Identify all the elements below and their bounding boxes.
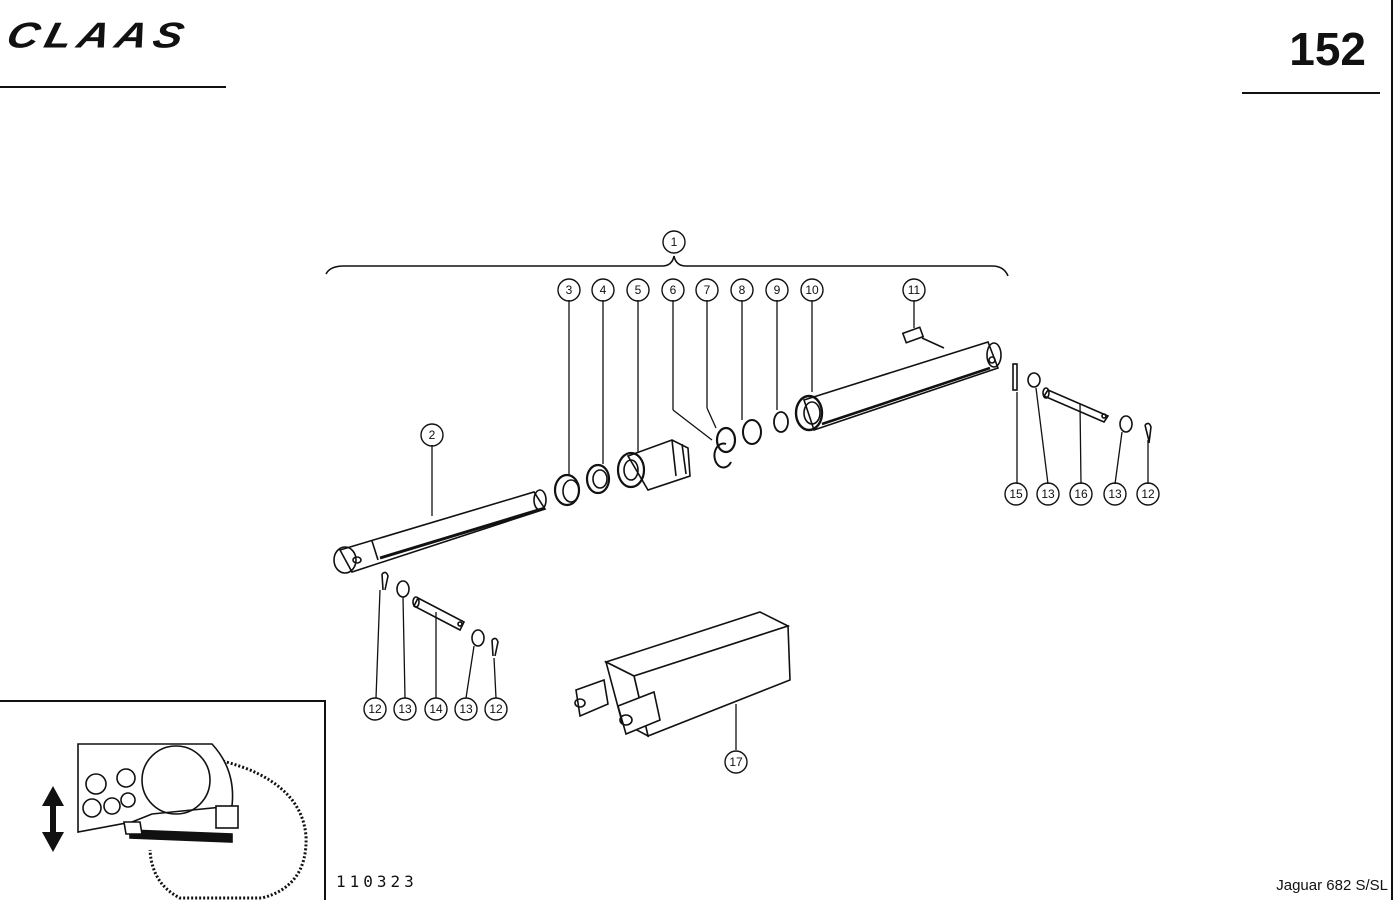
part-washer-lower-a [396, 580, 410, 598]
part-small-ring [773, 411, 789, 433]
part-washer-upper-b [1119, 415, 1133, 433]
part-valve-block [574, 611, 791, 738]
callout-8: 8 [739, 283, 746, 297]
location-inset-drawing [77, 743, 308, 900]
part-clevis-pin-upper [1042, 387, 1110, 423]
up-down-arrow-icon [42, 786, 64, 852]
callout-12-lower-a: 12 [368, 702, 382, 716]
header-rule-left [0, 86, 226, 88]
part-seal [553, 473, 581, 507]
header-rule-right [1242, 92, 1380, 94]
callout-circles [363, 230, 1160, 774]
callout-7: 7 [704, 283, 711, 297]
part-cotter-pin-upper [1144, 422, 1152, 444]
assembly-bracket [325, 255, 1009, 277]
page-number: 152 [1289, 23, 1366, 75]
callout-15: 15 [1009, 487, 1023, 501]
part-clevis-pin-lower [412, 596, 466, 632]
callout-3: 3 [566, 283, 573, 297]
part-cotter-pin-lower-a [381, 571, 389, 591]
part-guide-ring [585, 463, 611, 495]
callout-12-upper: 12 [1141, 487, 1155, 501]
callout-16: 16 [1074, 487, 1088, 501]
location-inset-frame [0, 700, 326, 900]
callout-14: 14 [429, 702, 443, 716]
part-snap-ring [713, 442, 732, 469]
part-o-ring-b [742, 419, 762, 445]
leader-lines [375, 300, 1149, 750]
part-o-ring-a [715, 426, 737, 454]
callout-13-upper-a: 13 [1041, 487, 1055, 501]
callout-12-lower-b: 12 [489, 702, 503, 716]
part-piston-rod [333, 489, 547, 574]
part-washer-upper-a [1027, 372, 1041, 388]
callout-11: 11 [908, 283, 921, 297]
drawing-number: 110323 [336, 872, 418, 891]
callout-17: 17 [729, 755, 743, 769]
callout-13-upper-b: 13 [1108, 487, 1122, 501]
callout-6: 6 [670, 283, 677, 297]
callout-10: 10 [805, 283, 819, 297]
part-cylinder-tube [794, 341, 1002, 432]
callout-9: 9 [774, 283, 781, 297]
callout-2: 2 [429, 428, 436, 442]
part-cylinder-head [616, 439, 691, 491]
callout-13-lower-b: 13 [459, 702, 473, 716]
part-dowel-pin [1012, 363, 1018, 391]
callout-4: 4 [600, 283, 607, 297]
callout-13-lower-a: 13 [398, 702, 412, 716]
part-cotter-pin-lower-b [491, 637, 499, 657]
part-washer-lower-b [471, 629, 485, 647]
callout-5: 5 [635, 283, 642, 297]
page-frame-edge [1391, 0, 1393, 900]
part-grease-nipple [901, 326, 945, 349]
callout-1: 1 [671, 235, 678, 249]
machine-model: Jaguar 682 S/SL [1276, 877, 1388, 894]
